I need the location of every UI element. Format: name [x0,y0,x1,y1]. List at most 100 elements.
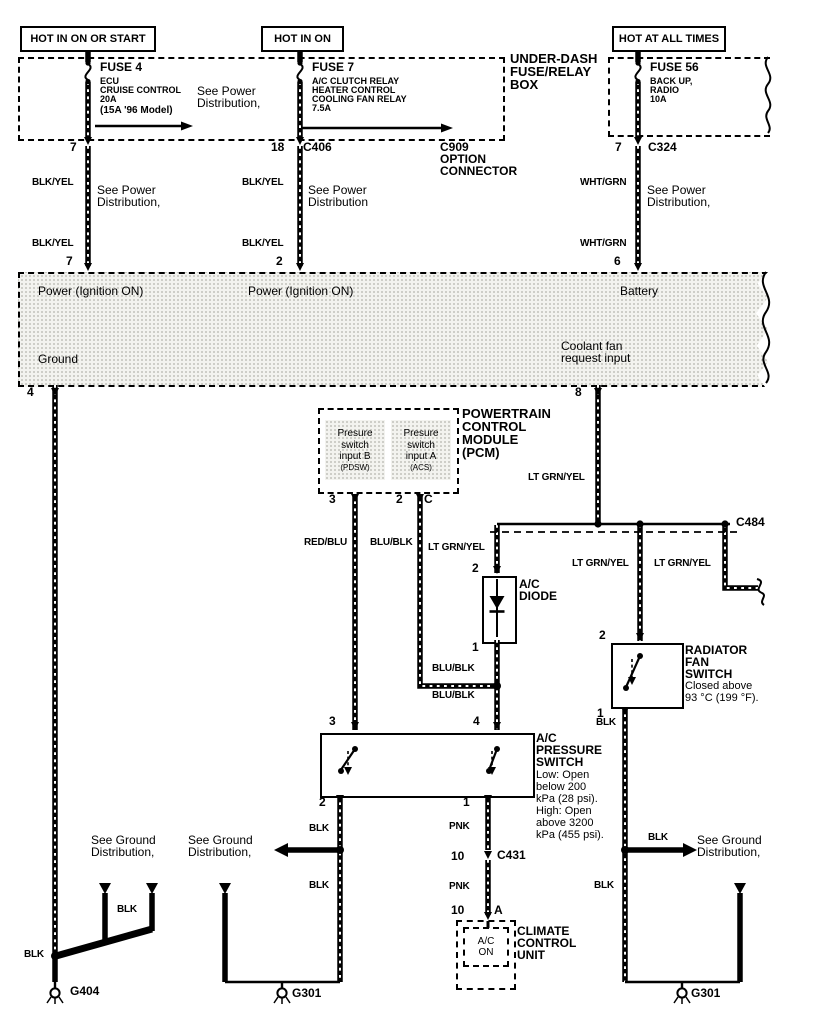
fuse56-name: FUSE 56 [650,60,699,74]
wire-color-blk-1: BLK [596,717,616,728]
fuse7-name: FUSE 7 [312,60,355,74]
fan-control-unit-band [18,272,768,387]
pcm-box-outline [318,408,459,494]
pin-pcm-c: C [424,492,433,506]
wire-color-blu-blk-2: BLU/BLK [432,663,475,674]
ground-g301-mid-label: G301 [292,986,322,1000]
pcm-input-a-line3: input A [405,451,437,463]
wire-color-pnk-2: PNK [449,881,470,892]
pcm-input-b-line1: Presure [337,428,373,440]
ac-pressure-switch-box [320,733,535,798]
pin-ccu-a: A [494,903,503,917]
pcm-input-b-line3: input B [339,451,371,463]
see-power-left-line1: See Power [97,183,156,197]
wire-color-blk-4: BLK [117,904,137,915]
ground-g301-mid-icon [273,982,291,1004]
wire-color-red-blu: RED/BLU [304,537,348,548]
wire-color-wht-grn-2: WHT/GRN [580,238,627,249]
ps-label-line3: SWITCH [536,755,584,769]
wire-color-blk-3: BLK [309,880,329,891]
pin-7-unit: 7 [66,254,73,268]
diode-label-line1: A/C [519,577,540,591]
ps-note-line5: above 3200 [536,817,594,829]
pcm-input-a-line2: switch [407,439,435,451]
power-source-label: HOT IN ON OR START [30,33,146,45]
pcm-input-b-line4: (PDSW) [340,462,370,472]
connector-c909-line2: OPTION [440,152,487,166]
see-power-mid-line1: See Power [308,183,367,197]
fuse4-desc4: (15A '96 Model) [100,105,173,116]
power-source-box-hot-at-all-times: HOT AT ALL TIMES [612,26,726,52]
rfs-note-line2: 93 °C (199 °F). [685,692,759,704]
underdash-fusebox-outline [18,57,505,141]
ac-on-box: A/C ON [463,927,509,967]
wire-color-ltgrnyel-1: LT GRN/YEL [528,472,585,483]
wire-color-blk-7: BLK [594,880,614,891]
pcm-input-a-line1: Presure [403,428,439,440]
unit-coolant-line2: request input [561,351,631,365]
see-power-top-line2: Distribution, [197,96,261,110]
pin-7-fuse4: 7 [70,140,77,154]
climate-control-unit-box [456,920,516,990]
fuse7-desc3: COOLING FAN RELAY [312,94,407,104]
diode-label-line2: DIODE [519,589,558,603]
rfs-label-line2: FAN [685,655,709,669]
ground-g301-right-icon [673,982,691,1004]
unit-power1-label: Power (Ignition ON) [38,284,144,298]
fuse56-desc2: RADIO [650,85,679,95]
connector-c431: C431 [497,848,526,862]
see-power-mid-line2: Distribution [308,195,369,209]
ccu-label-line1: CLIMATE [517,924,570,938]
fuse7-desc4: 7.5A [312,103,332,113]
fuse4-desc2: CRUISE CONTROL [100,85,181,95]
see-ground-left-line1: See Ground [91,833,156,847]
arrowheads [51,121,746,920]
ground-g404-icon [46,982,64,1004]
pin-2-unit: 2 [276,254,283,268]
ground-g404-label: G404 [70,984,100,998]
fuse4-desc3: 20A [100,94,117,104]
pin-pcm-3: 3 [329,492,336,506]
fuse7-desc1: A/C CLUTCH RELAY [312,76,400,86]
ps-note-line2: below 200 [536,781,587,793]
rfs-label-line3: SWITCH [685,667,733,681]
ground-icons [46,982,691,1004]
wire-color-blk-5: BLK [24,949,44,960]
fuse56-desc1: BACK UP, [650,76,693,86]
pin-7-c324: 7 [615,140,622,154]
wire-color-ltgrnyel-4: LT GRN/YEL [654,558,711,569]
pin-rfs-2: 2 [599,628,606,642]
pcm-input-b-cell: Presure switch input B (PDSW) [325,420,385,480]
power-source-label: HOT IN ON [274,33,331,45]
see-ground-mid-line2: Distribution, [188,845,252,859]
fusebox-title-line3: BOX [510,77,539,92]
wire-color-blk-yel-4: BLK/YEL [242,238,284,249]
wire-color-blu-blk-3: BLU/BLK [432,690,475,701]
see-power-top-line1: See Power [197,84,256,98]
pin-pcm-2: 2 [396,492,403,506]
pin-ps-3: 3 [329,714,336,728]
pin-c431-10-top: 10 [451,849,465,863]
pin-diode-1: 1 [472,640,479,654]
pin-18-c406: 18 [271,140,285,154]
fusebox-title-line2: FUSE/RELAY [510,64,592,79]
connector-c909: C909 [440,140,469,154]
rfs-note-line1: Closed above [685,680,753,692]
power-source-box-hot-in-on-or-start: HOT IN ON OR START [20,26,156,52]
see-power-right-line2: Distribution, [647,195,711,209]
connector-c406: C406 [303,140,332,154]
wire-color-wht-grn-1: WHT/GRN [580,177,627,188]
pin-diode-2: 2 [472,561,479,575]
pin-6-unit: 6 [614,254,621,268]
rfs-label-line1: RADIATOR [685,643,748,657]
ps-note-line4: High: Open [536,805,592,817]
ps-label-line1: A/C [536,731,557,745]
pin-ps-1: 1 [463,795,470,809]
pin-4-unit: 4 [27,385,34,399]
pin-ps-4: 4 [473,714,480,728]
fuse56-desc3: 10A [650,94,667,104]
ps-note-line1: Low: Open [536,769,590,781]
connector-c324: C324 [648,140,677,154]
solid-wires [52,48,743,982]
see-ground-right-line1: See Ground [697,833,762,847]
